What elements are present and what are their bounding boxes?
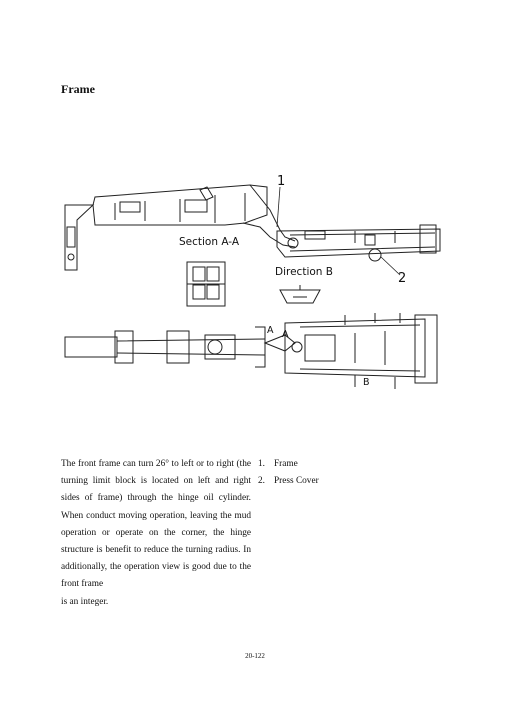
legend-item: 2. Press Cover — [258, 473, 319, 490]
parts-legend: 1. Frame 2. Press Cover — [258, 456, 319, 490]
legend-item: 1. Frame — [258, 456, 319, 473]
section-heading: Frame — [61, 82, 95, 96]
callout-2: 2 — [398, 271, 406, 286]
direction-label: Direction B — [275, 266, 333, 278]
frame-plan-view — [64, 313, 438, 389]
legend-label: Frame — [274, 459, 298, 469]
body-paragraph: The front frame can turn 26° to left or … — [61, 459, 251, 590]
legend-number: 1. — [258, 459, 265, 469]
legend-number: 2. — [258, 476, 265, 487]
body-paragraph-last-line: is an integer. — [61, 596, 109, 607]
frame-drawing: 1 2 Section A-A Direction B — [55, 165, 455, 395]
mark-b: B — [363, 377, 370, 388]
legend-label: Press Cover — [274, 476, 319, 487]
body-text: The front frame can turn 26° to left or … — [61, 456, 251, 611]
direction-b-detail — [279, 285, 321, 304]
frame-side-view — [64, 184, 441, 271]
section-label: Section A-A — [179, 236, 240, 248]
mark-a2: A — [282, 329, 289, 340]
callout-1: 1 — [277, 174, 285, 189]
section-a-detail — [186, 261, 226, 307]
page-number: 20-122 — [245, 652, 265, 660]
mark-a1: A — [267, 325, 274, 336]
